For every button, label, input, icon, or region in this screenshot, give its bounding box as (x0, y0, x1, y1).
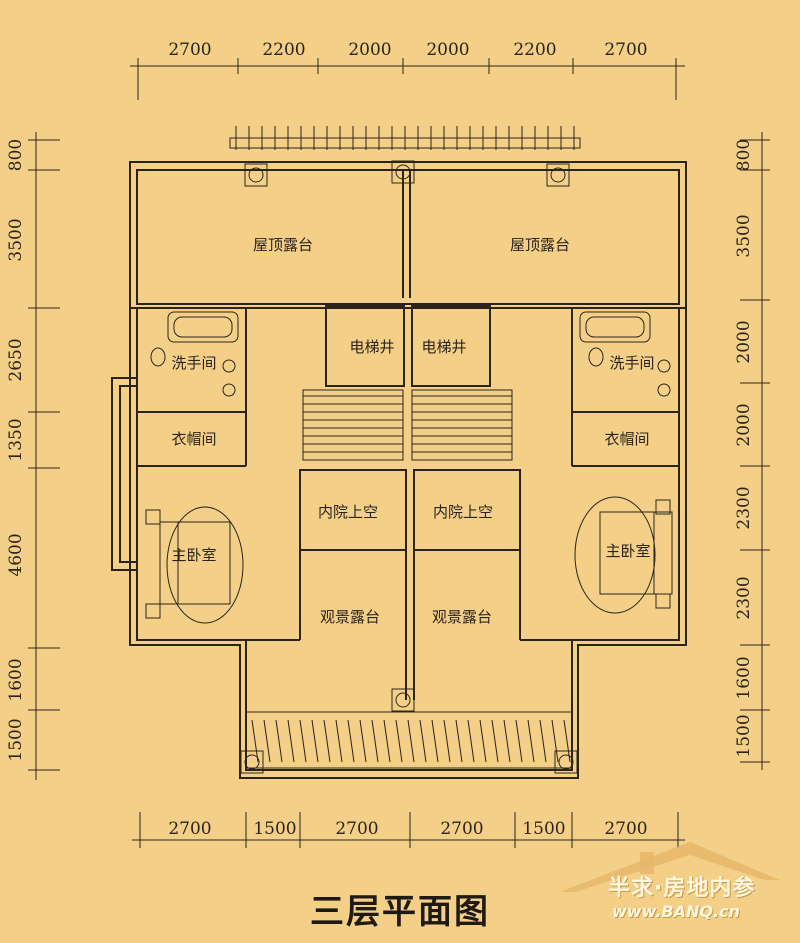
dim-top-3: 2000 (348, 40, 391, 60)
dim-right-5: 2300 (734, 486, 754, 529)
room-roof-terrace-right: 屋顶露台 (510, 236, 570, 254)
bottom-dimension-line (132, 812, 685, 848)
watermark-text: 半求·房地内参 (608, 876, 756, 901)
dim-left-5: 4600 (6, 533, 26, 576)
right-dimension-line (740, 132, 770, 770)
dim-top-1: 2700 (168, 40, 211, 60)
dim-top-5: 2200 (513, 40, 556, 60)
dim-right-3: 2000 (734, 320, 754, 363)
dim-bottom-6: 2700 (604, 819, 647, 839)
dim-top-6: 2700 (604, 40, 647, 60)
dim-left-4: 1350 (6, 418, 26, 461)
watermark-house-logo (560, 842, 780, 892)
dim-right-1: 800 (734, 139, 754, 171)
room-elevator-left: 电梯井 (349, 338, 394, 356)
dim-bottom-5: 1500 (522, 819, 565, 839)
room-washroom-left: 洗手间 (171, 354, 216, 372)
room-elevator-right: 电梯井 (421, 338, 466, 356)
dim-bottom-3: 2700 (335, 819, 378, 839)
room-courtyard-void-right: 内院上空 (433, 503, 493, 521)
dim-left-3: 2650 (6, 338, 26, 381)
dim-right-6: 2300 (734, 576, 754, 619)
room-master-bedroom-left: 主卧室 (171, 546, 216, 564)
dim-top-2: 2200 (262, 40, 305, 60)
bottom-balcony-railing (245, 711, 573, 769)
plan-title: 三层平面图 (310, 892, 490, 932)
watermark-url: www.BANQ.cn (612, 902, 740, 921)
dim-right-7: 1600 (734, 656, 754, 699)
room-view-terrace-left: 观景露台 (320, 608, 380, 626)
building-walls (111, 161, 687, 779)
dim-left-1: 800 (6, 139, 26, 171)
dim-top-4: 2000 (426, 40, 469, 60)
room-view-terrace-right: 观景露台 (432, 608, 492, 626)
room-washroom-right: 洗手间 (609, 354, 654, 372)
dim-left-2: 3500 (6, 218, 26, 261)
dim-right-4: 2000 (734, 403, 754, 446)
bathtub-left-icon (167, 311, 239, 343)
toilet-right-icon (588, 347, 671, 397)
dim-right-8: 1500 (734, 714, 754, 757)
dim-bottom-1: 2700 (168, 819, 211, 839)
left-dimension-line (28, 132, 60, 780)
dim-left-7: 1500 (6, 718, 26, 761)
room-closet-right: 衣帽间 (604, 430, 649, 448)
room-master-bedroom-right: 主卧室 (605, 542, 650, 560)
room-roof-terrace-left: 屋顶露台 (253, 236, 313, 254)
dim-bottom-2: 1500 (253, 819, 296, 839)
top-dimension-line (130, 58, 685, 100)
bed-right-icon (574, 496, 673, 614)
bed-left-icon (145, 506, 244, 624)
structural-columns (240, 160, 578, 774)
dim-right-2: 3500 (734, 214, 754, 257)
top-pergola-railing (229, 126, 581, 150)
toilet-left-icon (150, 347, 236, 397)
dim-left-6: 1600 (6, 658, 26, 701)
room-courtyard-void-left: 内院上空 (318, 503, 378, 521)
dim-bottom-4: 2700 (440, 819, 483, 839)
room-closet-left: 衣帽间 (171, 430, 216, 448)
bathtub-right-icon (579, 311, 651, 343)
